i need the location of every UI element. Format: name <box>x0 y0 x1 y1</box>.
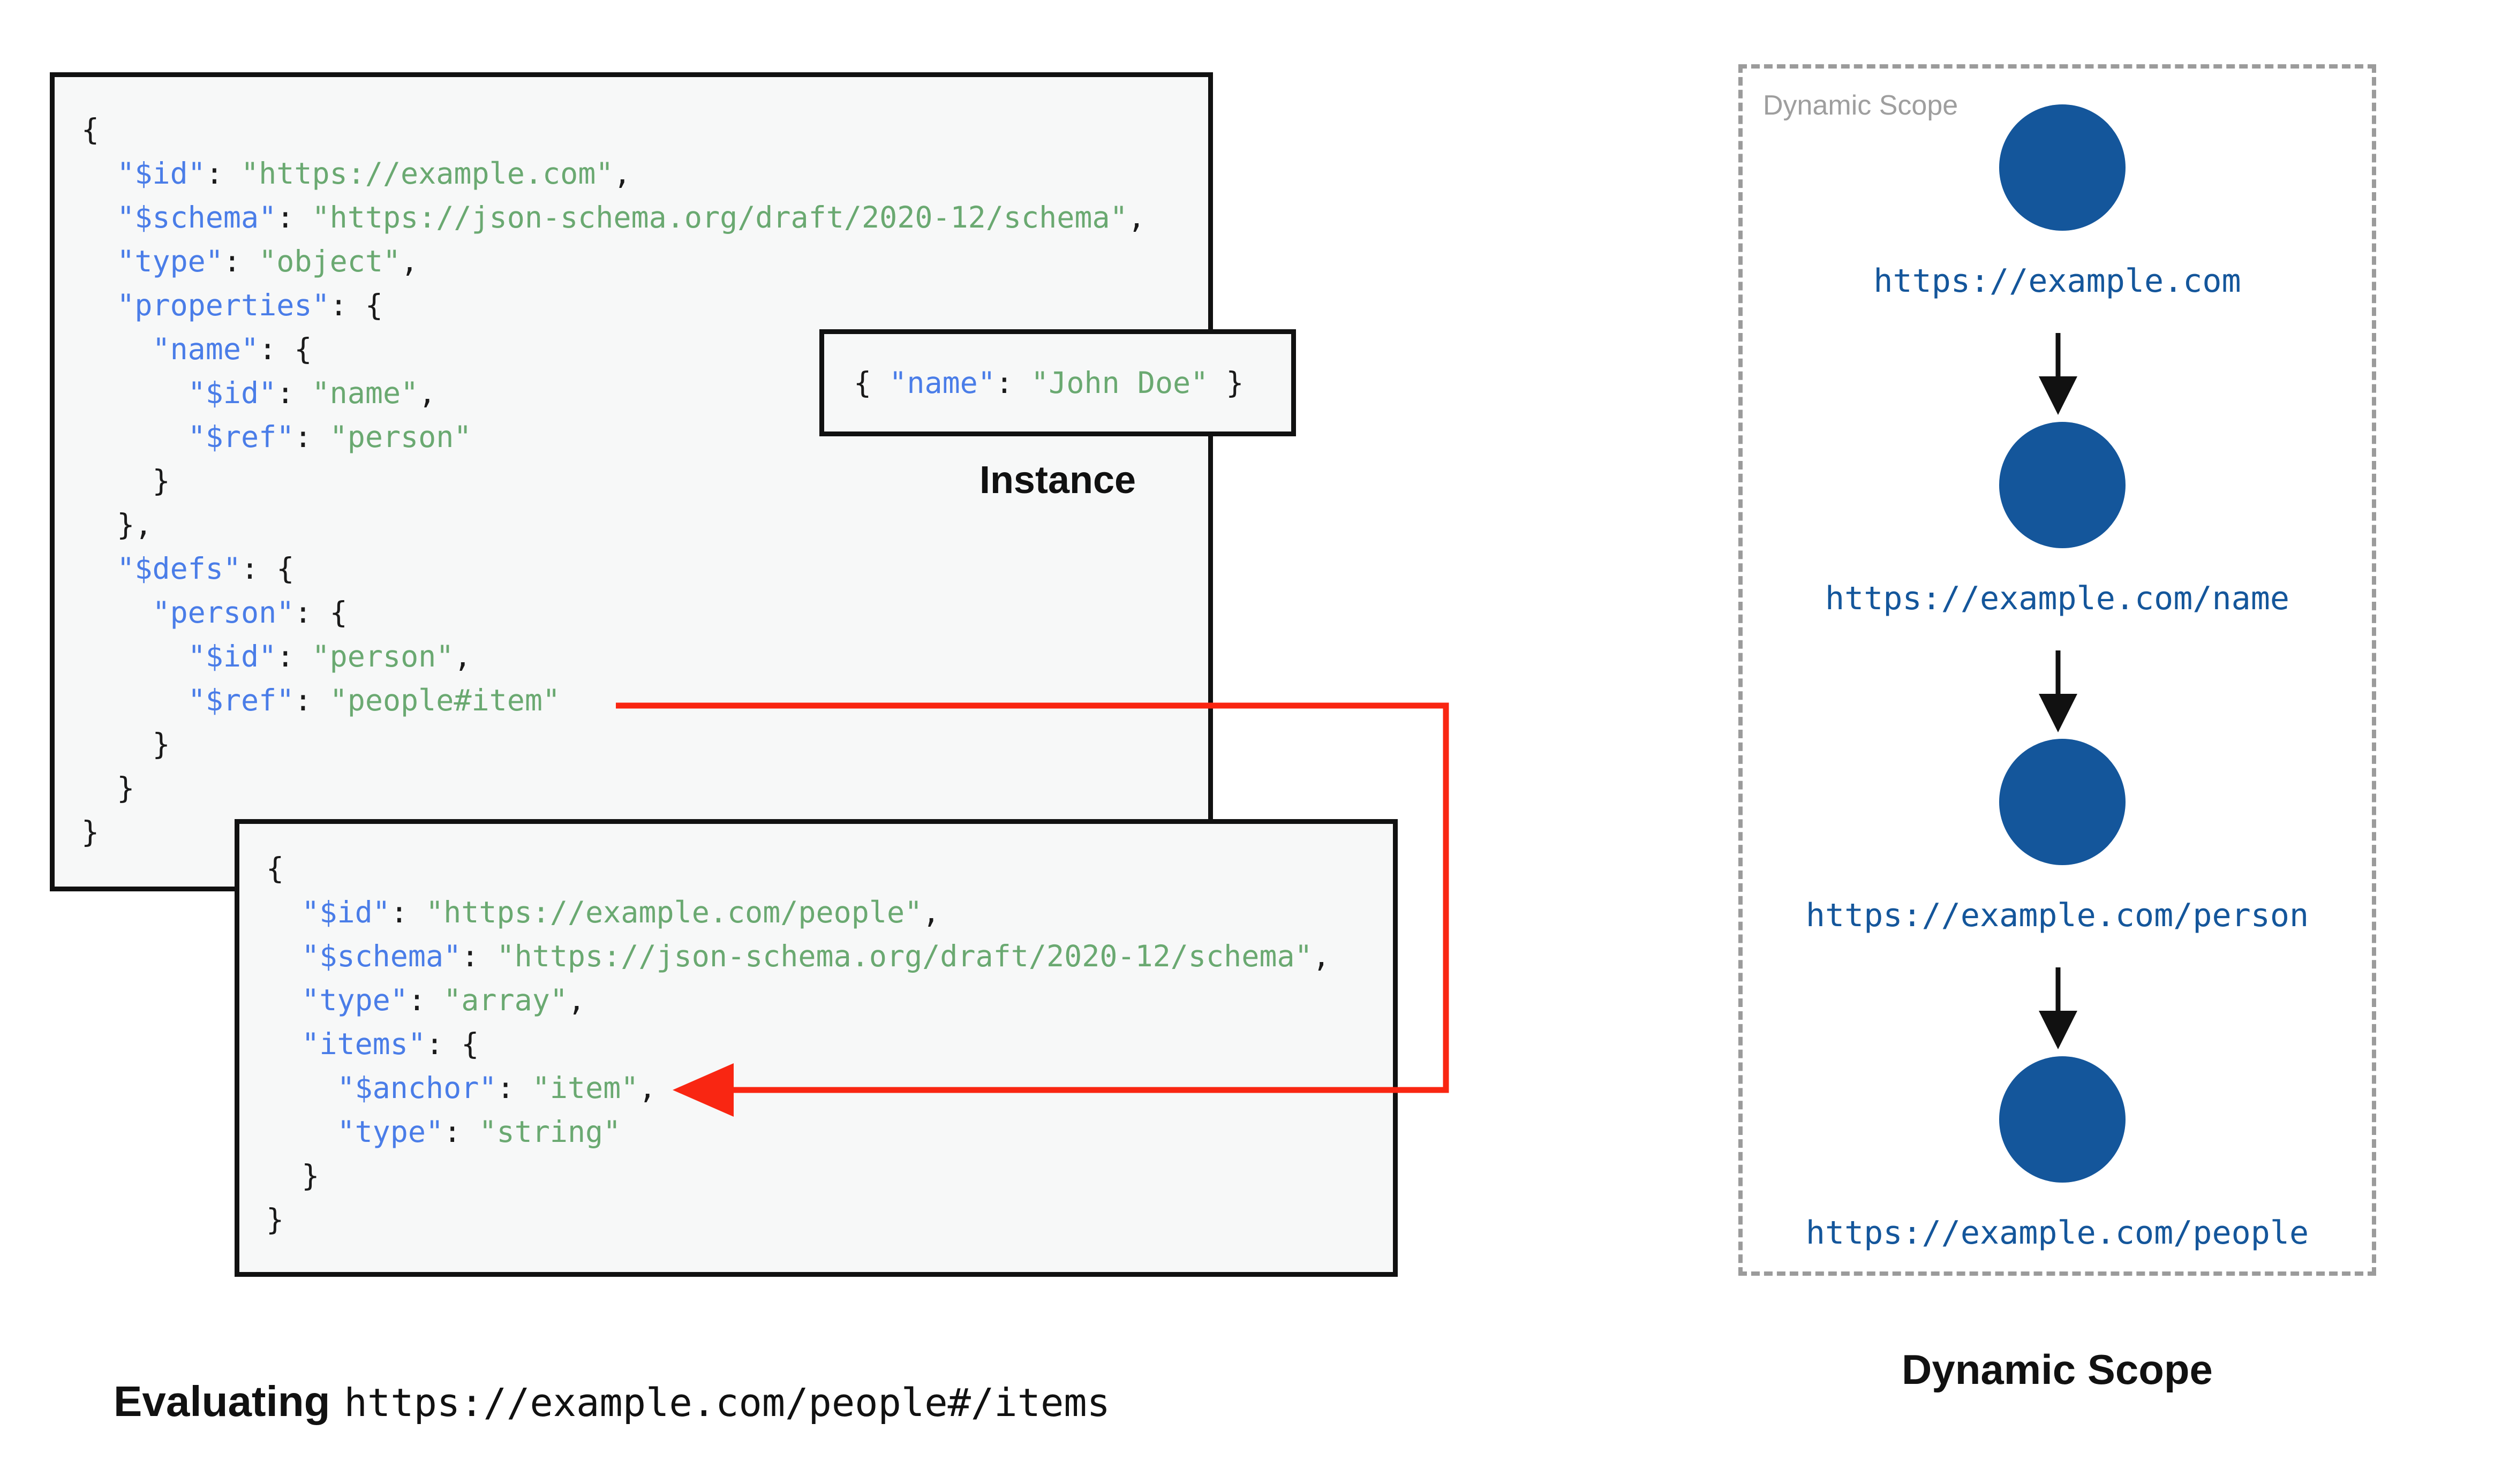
code-line: "$id": "person", <box>187 639 472 673</box>
code-line: "$schema": "https://json-schema.org/draf… <box>302 939 1330 973</box>
scope-node-circle <box>1999 739 2126 865</box>
scope-node-url: https://example.com <box>1873 262 2241 300</box>
code-line: "$id": "https://example.com/people", <box>302 895 940 929</box>
code-line: "$id": "name", <box>187 376 436 410</box>
scope-node-url: https://example.com/person <box>1805 897 2309 934</box>
code-line: } <box>81 771 135 805</box>
code-line: { <box>81 112 100 147</box>
code-line: } <box>81 727 170 761</box>
scope-node-circle <box>1999 1056 2126 1183</box>
evaluating-caption: Evaluating https://example.com/people#/it… <box>114 1375 1110 1429</box>
scope-node-circle <box>1999 104 2126 231</box>
code-line: "type": "object", <box>117 244 419 278</box>
scope-node-url: https://example.com/name <box>1825 580 2289 617</box>
people-schema-code: { "$id": "https://example.com/people", "… <box>266 846 1366 1241</box>
evaluating-label: Evaluating <box>114 1377 330 1425</box>
dynamic-scope-watermark: Dynamic Scope <box>1763 90 1958 121</box>
dynamic-scope-caption: Dynamic Scope <box>1902 1346 2213 1393</box>
code-line: } <box>266 1159 320 1193</box>
code-line: "items": { <box>302 1027 479 1061</box>
instance-panel: { "name": "John Doe" } <box>819 329 1296 436</box>
code-line: "$anchor": "item", <box>337 1071 657 1105</box>
instance-caption: Instance <box>979 459 1136 502</box>
code-line: "type": "array", <box>302 983 586 1017</box>
evaluating-uri: https://example.com/people#/items <box>344 1380 1111 1425</box>
code-line: { "name": "John Doe" } <box>854 366 1244 400</box>
root-schema-code: { "$id": "https://example.com", "$schema… <box>81 108 1181 854</box>
scope-node-url: https://example.com/people <box>1805 1214 2309 1252</box>
code-line: "person": { <box>152 595 348 630</box>
code-line: } <box>266 1202 284 1237</box>
code-line: }, <box>81 508 153 542</box>
code-line: "type": "string" <box>337 1115 621 1149</box>
code-line: "$ref": "person" <box>187 420 472 454</box>
instance-code: { "name": "John Doe" } <box>854 361 1244 405</box>
code-line: } <box>81 464 170 498</box>
code-line: "$schema": "https://json-schema.org/draf… <box>117 200 1146 234</box>
code-line: "name": { <box>152 332 312 366</box>
scope-node-circle <box>1999 422 2126 548</box>
code-line: "$ref": "people#item" <box>187 683 561 717</box>
code-line: { <box>266 851 284 885</box>
code-line: "$id": "https://example.com", <box>117 156 631 191</box>
code-line: "properties": { <box>117 288 383 322</box>
code-line: } <box>81 815 100 849</box>
people-schema-panel: { "$id": "https://example.com/people", "… <box>235 819 1398 1277</box>
dynamic-scope-panel: Dynamic Scope https://example.com https:/… <box>1738 64 2376 1276</box>
code-line: "$defs": { <box>117 551 295 586</box>
